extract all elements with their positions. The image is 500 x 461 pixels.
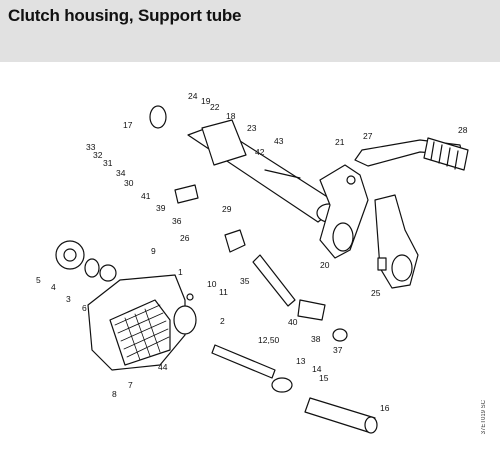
part-label-4: 4 [51,282,56,292]
part-label-43: 43 [274,136,284,146]
part-label-25: 25 [371,288,381,298]
part-label-8: 8 [112,389,117,399]
part-label-1: 1 [178,267,183,277]
part-label-29: 29 [222,204,232,214]
drawing-code: 37ET019 SC [481,400,487,435]
part-label-3: 3 [66,294,71,304]
part-label-10: 10 [207,279,217,289]
part-label-44: 44 [158,362,168,372]
part-label-40: 40 [288,317,298,327]
part-label-11: 11 [219,287,228,297]
part-label-9: 9 [151,246,156,256]
part-label-36: 36 [172,216,182,226]
part-label-6: 6 [82,303,87,313]
part-label-16: 16 [380,403,390,413]
part-label-22: 22 [210,102,220,112]
part-label-20: 20 [320,260,330,270]
handlebar-drawing [354,137,469,171]
title-bar: Clutch housing, Support tube [0,0,500,62]
part-label-33: 33 [86,142,96,152]
part-label-30: 30 [124,178,134,188]
part-label-38: 38 [311,334,321,344]
support-tube-drawing [187,119,342,223]
part-label-21: 21 [335,137,345,147]
clutch-housing-drawing [87,274,197,371]
part-label-15: 15 [319,373,329,383]
clamp-drawing [374,194,419,289]
part-label-32: 32 [93,150,103,160]
part-label-13: 13 [296,356,306,366]
part-label-14: 14 [312,364,322,374]
part-label-41: 41 [141,191,151,201]
bracket-drawing [319,164,369,259]
part-label-39: 39 [156,203,166,213]
part-label-5: 5 [36,275,41,285]
part-label-24: 24 [188,91,198,101]
part-label-37: 37 [333,345,343,355]
drive-shaft-drawing [211,344,378,434]
part-label-7: 7 [128,380,133,390]
part-label-18: 18 [226,111,236,121]
part-label-35: 35 [240,276,250,286]
part-label-42: 42 [255,147,265,157]
part-label-12-50: 12,50 [258,335,280,345]
part-label-34: 34 [116,168,126,178]
part-labels: 1 2 3 4 5 6 7 8 9 10 11 12,50 13 14 15 1… [36,91,468,413]
part-label-17: 17 [123,120,133,130]
exploded-parts-diagram: 1 2 3 4 5 6 7 8 9 10 11 12,50 13 14 15 1… [36,91,469,434]
part-label-23: 23 [247,123,257,133]
page-title: Clutch housing, Support tube [8,6,242,25]
part-label-2: 2 [220,316,225,326]
part-label-27: 27 [363,131,373,141]
part-label-28: 28 [458,125,468,135]
part-label-19: 19 [201,96,211,106]
small-parts-drawing [55,105,348,393]
part-label-26: 26 [180,233,190,243]
part-label-31: 31 [103,158,113,168]
